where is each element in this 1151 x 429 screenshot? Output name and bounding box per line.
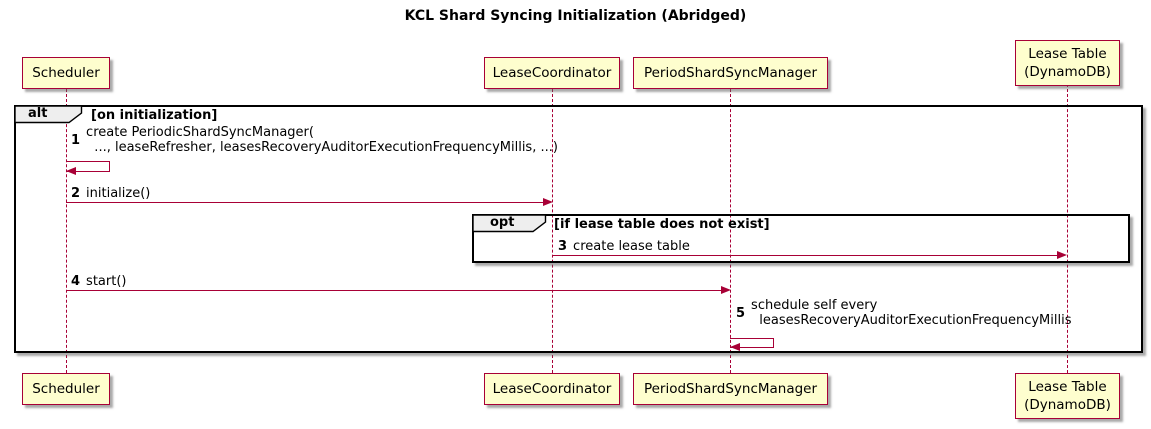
message-4-label: 4 start() — [71, 274, 126, 289]
message-5-self-arrow — [730, 338, 774, 348]
participant-period-shard-sync-manager-top: PeriodShardSyncManager — [633, 57, 828, 89]
participant-lease-table-top: Lease Table (DynamoDB) — [1015, 40, 1120, 86]
message-1-number: 1 — [71, 132, 81, 148]
participant-period-shard-sync-manager-bottom: PeriodShardSyncManager — [633, 373, 828, 405]
alt-frame-label: alt — [15, 106, 83, 124]
message-2-label: 2 initialize() — [71, 186, 150, 201]
message-1-self-arrow — [66, 161, 110, 172]
message-4-arrowhead-icon — [721, 286, 731, 294]
participant-scheduler-bottom: Scheduler — [22, 373, 110, 405]
participant-lease-coordinator-bottom: LeaseCoordinator — [484, 373, 620, 405]
message-3-arrow — [552, 255, 1058, 256]
frame-pentagon-icon — [473, 215, 547, 233]
participant-lease-table-bottom: Lease Table (DynamoDB) — [1015, 373, 1120, 419]
alt-guard: [on initialization] — [91, 108, 218, 123]
message-1-arrowhead-icon — [66, 167, 76, 175]
message-2-number: 2 — [71, 186, 81, 201]
message-5-number: 5 — [736, 305, 746, 321]
message-4-text: start() — [86, 274, 127, 289]
message-2-arrowhead-icon — [543, 198, 553, 206]
message-1-text: create PeriodicShardSyncManager( ..., le… — [86, 125, 558, 156]
message-2-arrow — [66, 202, 544, 203]
message-5-text: schedule self every leasesRecoveryAudito… — [751, 298, 1072, 329]
frame-pentagon-icon — [15, 106, 83, 124]
lifeline-lease-coordinator — [552, 89, 553, 373]
opt-frame-label: opt — [473, 215, 547, 233]
message-3-label: 3 create lease table — [558, 239, 690, 254]
message-3-text: create lease table — [573, 239, 690, 254]
message-5-label: 5 schedule self every leasesRecoveryAudi… — [736, 298, 1072, 329]
message-4-number: 4 — [71, 274, 81, 289]
message-3-number: 3 — [558, 239, 568, 254]
alt-operator: alt — [28, 106, 48, 121]
lifeline-period-shard-sync-manager — [730, 89, 731, 373]
opt-guard: [if lease table does not exist] — [554, 217, 770, 232]
opt-operator: opt — [490, 215, 515, 230]
participant-lease-coordinator-top: LeaseCoordinator — [484, 57, 620, 89]
message-3-arrowhead-icon — [1057, 251, 1067, 259]
message-4-arrow — [66, 290, 722, 291]
opt-frame: opt [if lease table does not exist] — [472, 214, 1130, 263]
lifeline-lease-table — [1067, 84, 1068, 373]
participant-scheduler-top: Scheduler — [22, 57, 110, 89]
message-5-arrowhead-icon — [730, 343, 740, 351]
lifeline-scheduler — [65, 89, 67, 373]
message-2-text: initialize() — [86, 186, 151, 201]
alt-frame: alt [on initialization] — [14, 105, 1143, 353]
message-1-label: 1 create PeriodicShardSyncManager( ..., … — [71, 125, 558, 156]
diagram-title: KCL Shard Syncing Initialization (Abridg… — [404, 8, 747, 24]
